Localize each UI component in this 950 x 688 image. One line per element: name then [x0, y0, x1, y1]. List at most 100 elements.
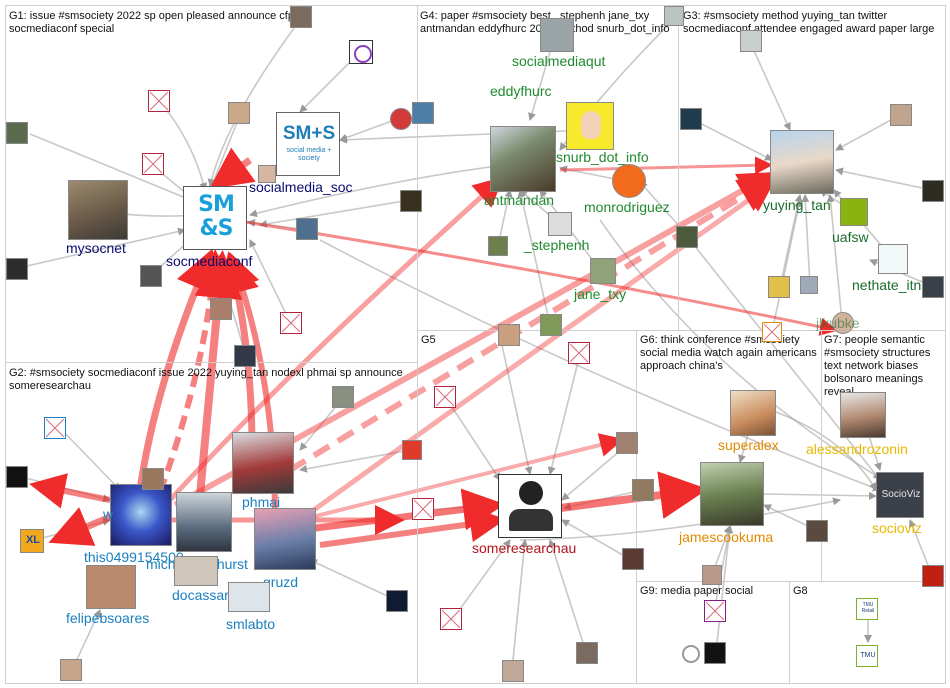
- node-avatar-g3-f[interactable]: [800, 276, 818, 294]
- node-placeholder-g5-2[interactable]: [434, 386, 456, 408]
- node-avatar-gruzd[interactable]: [254, 508, 316, 570]
- node-avatar-monrodriguez[interactable]: [612, 164, 646, 198]
- node-avatar-g9-c[interactable]: [682, 645, 700, 663]
- node-avatar-antmandan[interactable]: [490, 126, 556, 192]
- node-avatar-g1-c[interactable]: [228, 102, 250, 124]
- node-avatar-g9-a[interactable]: [702, 565, 722, 585]
- node-avatar-g4-b[interactable]: [540, 314, 562, 336]
- node-avatar-w[interactable]: [110, 484, 172, 546]
- edge-red-16: [319, 506, 506, 548]
- node-label-uafsw: uafsw: [832, 229, 869, 245]
- node-avatar-g1-l[interactable]: [234, 345, 256, 367]
- node-label-felipebsoares: felipebsoares: [66, 610, 150, 626]
- node-avatar-socialmediaqut[interactable]: [540, 18, 574, 52]
- node-avatar-g1-k[interactable]: [210, 298, 232, 320]
- edge-gray-22: [517, 189, 551, 326]
- node-avatar-g1-h[interactable]: [6, 258, 28, 280]
- socmediaconf-logo: SM&S: [198, 192, 235, 241]
- node-avatar-g3-d[interactable]: [922, 180, 944, 202]
- node-avatar-g7-a[interactable]: [922, 565, 944, 587]
- node-placeholder-g5-4[interactable]: [440, 608, 462, 630]
- node-avatar-g3-g[interactable]: [922, 276, 944, 298]
- node-avatar-g1-i[interactable]: [140, 265, 162, 287]
- group-caption-g2: G2: #smsociety socmediaconf issue 2022 y…: [9, 367, 403, 392]
- node-avatar-stephenh[interactable]: [548, 212, 572, 236]
- node-placeholder-g1-1[interactable]: [148, 90, 170, 112]
- node-avatar-g5-b[interactable]: [622, 548, 644, 570]
- node-avatar-jamescookuma[interactable]: [700, 462, 764, 526]
- node-avatar-socioviz[interactable]: SocioViz: [876, 472, 924, 518]
- node-avatar-g6-a[interactable]: [616, 432, 638, 454]
- node-placeholder-g1-2[interactable]: [142, 153, 164, 175]
- node-avatar-yuying-tan[interactable]: [770, 130, 834, 194]
- node-avatar-socialmedia-soc[interactable]: SM+S social media + society: [276, 112, 340, 176]
- node-avatar-alessandrozonin[interactable]: [840, 392, 886, 438]
- group-caption-g8: G8: [793, 585, 808, 597]
- node-avatar-g2-f[interactable]: [60, 659, 82, 681]
- node-avatar-docassar[interactable]: [174, 556, 218, 586]
- node-avatar-g1-g[interactable]: [400, 190, 422, 212]
- edge-red-18: [299, 433, 624, 522]
- node-avatar-g5-a[interactable]: [498, 324, 520, 346]
- node-label-eddyfhurc: eddyfhurc: [490, 83, 552, 99]
- node-avatar-tmu-retail[interactable]: TMU Retail: [856, 598, 878, 620]
- node-avatar-xl[interactable]: XL: [20, 529, 44, 553]
- node-avatar-g4-c[interactable]: [664, 6, 684, 26]
- node-avatar-g6-b[interactable]: [632, 479, 654, 501]
- node-avatar-g2-e[interactable]: [386, 590, 408, 612]
- node-avatar-g3-c[interactable]: [890, 104, 912, 126]
- group-caption-g7: G7: people semantic #smsociety structure…: [824, 334, 931, 398]
- node-avatar-jlkubke[interactable]: [832, 312, 854, 334]
- node-avatar-g4-d[interactable]: [676, 226, 698, 248]
- node-avatar-tmu[interactable]: TMU: [856, 645, 878, 667]
- node-label-snurb-dot-info: snurb_dot_info: [556, 149, 649, 165]
- node-avatar-g1-j[interactable]: [296, 218, 318, 240]
- node-avatar-g1-b[interactable]: [6, 122, 28, 144]
- node-avatar-g1-d[interactable]: [258, 165, 276, 183]
- edge-gray-8: [259, 199, 411, 228]
- node-avatar-g2-c[interactable]: [332, 386, 354, 408]
- edge-red-5: [29, 473, 111, 509]
- group-caption-g6: G6: think conference #smsociety social m…: [640, 334, 817, 372]
- node-avatar-michaeljbathurst[interactable]: [176, 492, 232, 552]
- node-avatar-g1-circles[interactable]: [349, 40, 373, 64]
- edge-gray-16: [339, 129, 591, 144]
- node-avatar-g2-b[interactable]: [142, 468, 164, 490]
- group-caption-g1: G1: issue #smsociety 2022 sp open please…: [9, 10, 294, 35]
- node-placeholder-g2-1[interactable]: [44, 417, 66, 439]
- node-avatar-g9-b[interactable]: [704, 642, 726, 664]
- node-placeholder-g9-1[interactable]: [704, 600, 726, 622]
- node-avatar-g6-c[interactable]: [806, 520, 828, 542]
- node-avatar-g3-e[interactable]: [768, 276, 790, 298]
- node-label-jlkubke: jlkubke: [816, 315, 860, 331]
- node-avatar-felipebsoares[interactable]: [86, 565, 136, 609]
- node-label-antmandan: antmandan: [484, 192, 555, 208]
- edge-red-6: [48, 507, 117, 546]
- node-avatar-g5-d[interactable]: [502, 660, 524, 682]
- node-placeholder-g3-1[interactable]: [762, 322, 782, 342]
- node-avatar-g2-a[interactable]: [6, 466, 28, 488]
- node-avatar-phmai[interactable]: [232, 432, 294, 494]
- node-avatar-someresearchau[interactable]: [498, 474, 562, 538]
- node-avatar-mysocnet[interactable]: [68, 180, 128, 240]
- node-placeholder-g5-3[interactable]: [412, 498, 434, 520]
- node-avatar-g5-c[interactable]: [576, 642, 598, 664]
- node-avatar-g1-a[interactable]: [290, 6, 312, 28]
- node-avatar-nethate-itn[interactable]: [878, 244, 908, 274]
- tmu-retail-logo: TMU Retail: [861, 602, 875, 614]
- node-placeholder-g5-1[interactable]: [568, 342, 590, 364]
- node-avatar-g3-b[interactable]: [740, 30, 762, 52]
- node-avatar-g2-d[interactable]: [402, 440, 422, 460]
- node-avatar-g1-f[interactable]: [412, 102, 434, 124]
- node-avatar-smlabto[interactable]: [228, 582, 270, 612]
- node-avatar-g1-e[interactable]: [390, 108, 412, 130]
- node-avatar-socmediaconf[interactable]: SM&S: [183, 186, 247, 250]
- node-avatar-snurb-dot-info[interactable]: [566, 102, 614, 150]
- node-avatar-jane-txy[interactable]: [590, 258, 616, 284]
- node-avatar-g3-a[interactable]: [680, 108, 702, 130]
- node-placeholder-g1-3[interactable]: [280, 312, 302, 334]
- node-avatar-superalex[interactable]: [730, 390, 776, 436]
- node-avatar-uafsw[interactable]: [840, 198, 868, 226]
- node-avatar-g4-a[interactable]: [488, 236, 508, 256]
